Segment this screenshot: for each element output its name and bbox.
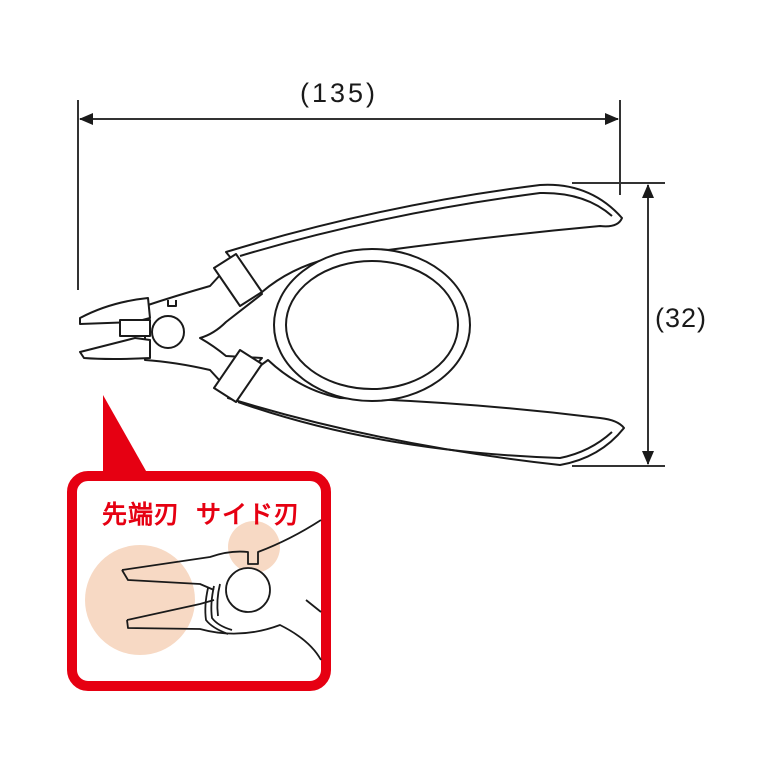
- lower-jaw: [79, 337, 151, 360]
- callout-title: 先端刃サイド刃: [102, 495, 300, 531]
- upper-handle: [225, 183, 623, 293]
- pivot-screw: [151, 315, 185, 349]
- side-blade-label: サイド刃: [196, 500, 301, 529]
- tip-blade-label: 先端刃: [102, 500, 181, 529]
- spring-ring-inner: [285, 260, 459, 390]
- width-dimension: [572, 182, 665, 467]
- side-blade-highlight: [228, 521, 280, 573]
- width-dimension-label: (32): [655, 303, 708, 333]
- callout-detail: [85, 519, 322, 661]
- pliers-outline: [79, 183, 625, 466]
- length-dimension-label: (135): [300, 78, 379, 108]
- lower-collar: [213, 349, 263, 403]
- tip-blade-highlight: [85, 545, 195, 655]
- length-dimension: [77, 100, 621, 290]
- upper-collar: [213, 253, 263, 307]
- callout-pointer: [103, 395, 150, 478]
